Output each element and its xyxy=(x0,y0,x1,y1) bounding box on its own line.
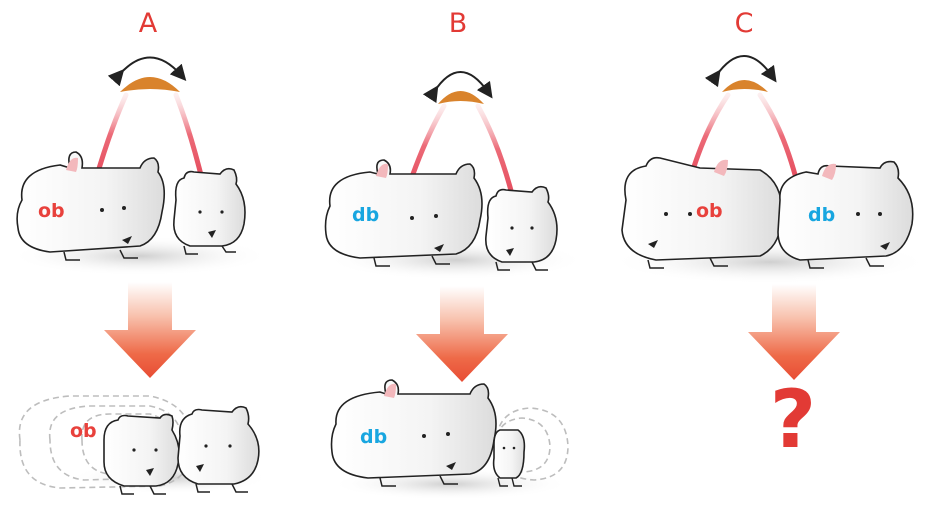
mouse-wt-a xyxy=(174,169,245,254)
ob-label-a: ob xyxy=(38,202,65,221)
arrow-c xyxy=(748,284,840,380)
arrow-b xyxy=(416,286,508,382)
hypothalamus-a xyxy=(119,58,181,93)
mouse-wt-a-result xyxy=(178,407,259,492)
panel-a xyxy=(10,58,270,495)
db-label-b-result: db xyxy=(360,428,387,447)
mouse-db-b xyxy=(326,160,483,266)
ob-label-c: ob xyxy=(696,202,723,221)
arrow-a xyxy=(104,282,196,378)
panel-b-letter: B xyxy=(428,8,488,39)
mouse-wt-b xyxy=(486,187,557,270)
db-label-b: db xyxy=(352,206,379,225)
vessel-b-right xyxy=(478,106,514,202)
vessel-c-right xyxy=(760,95,798,186)
hypothalamus-b xyxy=(434,72,488,104)
vessel-a-right xyxy=(176,95,203,183)
panel-c-letter: C xyxy=(714,8,774,39)
panel-a-letter: A xyxy=(118,8,178,39)
ob-label-a-result: ob xyxy=(70,422,97,441)
db-label-c: db xyxy=(808,206,835,225)
unknown-outcome-question-mark: ? xyxy=(763,380,823,460)
mouse-ob-a-result xyxy=(104,414,179,494)
panel-c xyxy=(610,56,930,380)
mouse-db-b-result xyxy=(332,380,497,486)
hypothalamus-c xyxy=(716,56,772,92)
mouse-db-c xyxy=(778,162,913,268)
